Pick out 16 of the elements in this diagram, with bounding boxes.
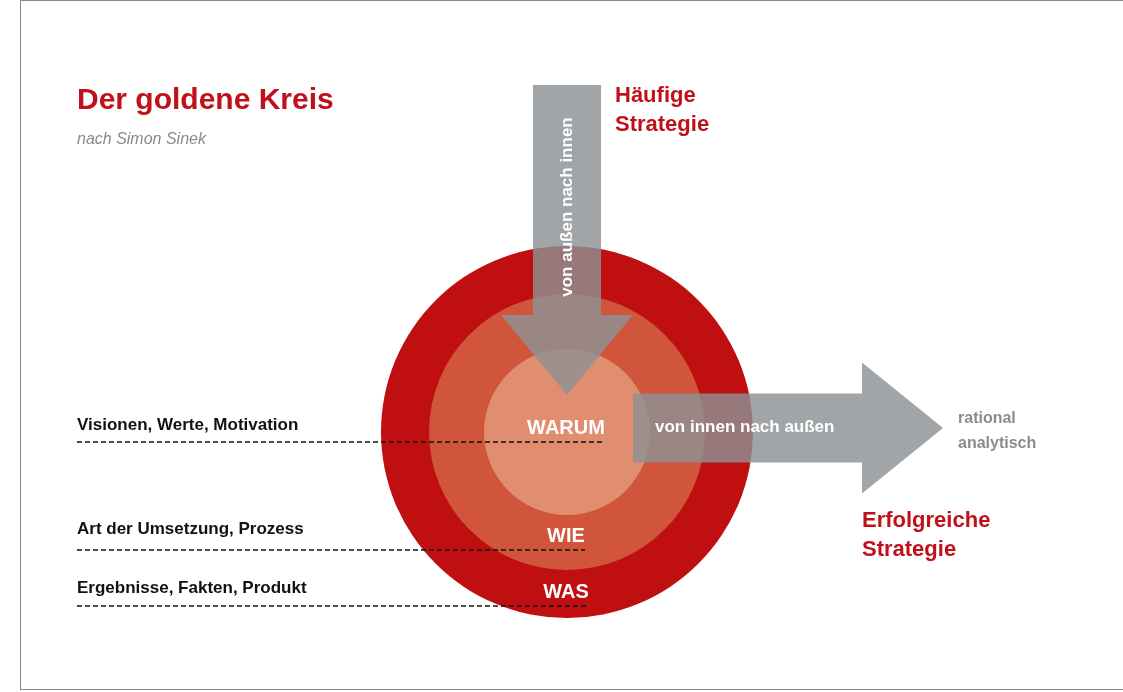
- circle-label: WARUM: [527, 416, 605, 439]
- circle-label: WIE: [547, 524, 585, 547]
- title: Der goldene Kreis: [77, 82, 334, 116]
- subtitle: nach Simon Sinek: [77, 130, 206, 148]
- edge-label: von innen nach außen: [655, 417, 835, 437]
- leader-line: [76, 549, 586, 551]
- description-text: Art der Umsetzung, Prozess: [77, 519, 304, 539]
- block-arrow: [501, 85, 633, 395]
- strategy-heading: Erfolgreiche Strategie: [862, 506, 992, 563]
- outcome-text: rational analytisch: [958, 405, 1053, 455]
- strategy-heading: Häufige Strategie: [615, 81, 711, 138]
- edge-label: von außen nach innen: [557, 117, 577, 297]
- description-text: Ergebnisse, Fakten, Produkt: [77, 578, 307, 598]
- block-arrow: [633, 362, 943, 494]
- description-text: Visionen, Werte, Motivation: [77, 415, 299, 435]
- circle-label: WAS: [543, 580, 589, 603]
